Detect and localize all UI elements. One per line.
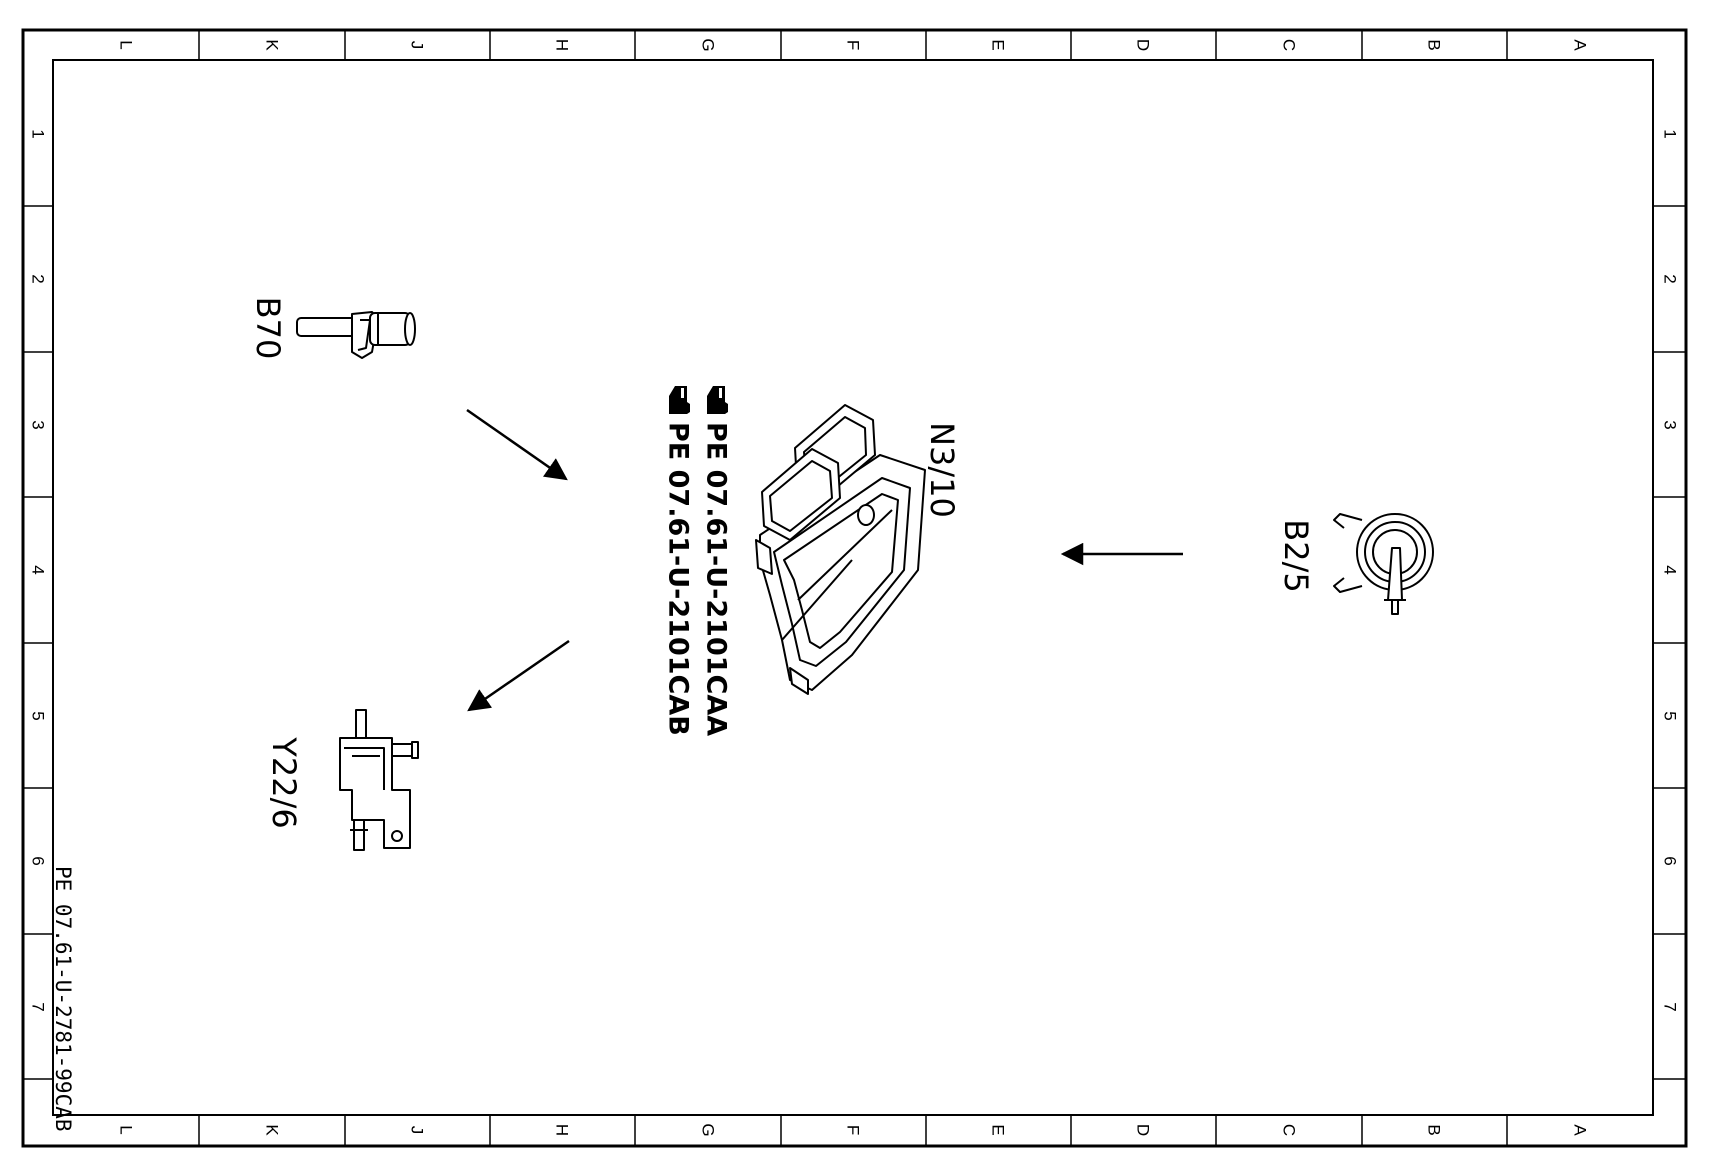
b2-5-label: B2/5: [1277, 519, 1315, 592]
col-ref: K: [263, 1124, 282, 1136]
col-ref: J: [408, 1126, 427, 1135]
row-ref: 2: [29, 274, 48, 283]
row-ref: 3: [1661, 420, 1680, 429]
row-refs-right: 1 2 3 4 5 6 7: [1661, 129, 1680, 1011]
column-refs-bottom: L K J H G F E D C B A: [117, 1123, 1590, 1136]
col-ref: E: [989, 39, 1008, 50]
col-ref: F: [844, 40, 863, 50]
col-ref: C: [1280, 1124, 1299, 1136]
col-ref: A: [1571, 1124, 1590, 1136]
n3-10-label: N3/10: [923, 422, 961, 518]
col-ref: L: [117, 40, 136, 49]
col-ref: L: [117, 1125, 136, 1134]
outer-frame: [21, 28, 1688, 1148]
col-ref: J: [408, 41, 427, 50]
row-refs-left: 1 2 3 4 5 6 7: [29, 129, 48, 1011]
row-ref: 1: [1661, 129, 1680, 138]
n3-10-ecu-drawing: [755, 404, 926, 695]
row-ref: 6: [29, 856, 48, 865]
pointing-hand-icon: [707, 386, 728, 414]
col-ref: E: [989, 1124, 1008, 1135]
arrow-b70-to-ecu: [466, 408, 568, 481]
b2-5-sensor-drawing: [1333, 513, 1434, 615]
col-ref: C: [1280, 39, 1299, 51]
column-dividers: [198, 30, 1508, 1146]
reference-text: PE 07.61-U-2101CAB: [663, 422, 694, 736]
y22-6-label: Y22/6: [265, 736, 303, 828]
pointing-hand-icon: [669, 386, 690, 414]
row-ref: 4: [1661, 565, 1680, 574]
reference-text: PE 07.61-U-2101CAA: [701, 422, 732, 736]
col-ref: D: [1134, 1124, 1153, 1136]
col-ref: B: [1425, 39, 1444, 50]
row-ref: 5: [29, 711, 48, 720]
y22-6-valve-drawing: [339, 709, 419, 851]
col-ref: G: [699, 1123, 718, 1136]
reference-note-1: PE 07.61-U-2101CAA: [701, 386, 732, 736]
reference-note-2: PE 07.61-U-2101CAB: [663, 386, 694, 736]
row-ref: 6: [1661, 856, 1680, 865]
row-ref: 4: [29, 565, 48, 574]
col-ref: H: [553, 1124, 572, 1136]
col-ref: G: [699, 38, 718, 51]
col-ref: A: [1571, 39, 1590, 51]
col-ref: B: [1425, 1124, 1444, 1135]
b70-label: B70: [249, 297, 287, 360]
drawing-number: PE 07.61-U-2781-99CAB: [51, 866, 75, 1132]
row-ref: 7: [29, 1002, 48, 1011]
arrow-ecu-to-y22-6: [467, 639, 570, 712]
row-ref: 7: [1661, 1002, 1680, 1011]
col-ref: K: [263, 39, 282, 51]
row-ref: 5: [1661, 711, 1680, 720]
col-ref: D: [1134, 39, 1153, 51]
row-ref: 2: [1661, 274, 1680, 283]
row-dividers: [23, 205, 1686, 1080]
col-ref: F: [844, 1125, 863, 1135]
col-ref: H: [553, 39, 572, 51]
row-ref: 1: [29, 129, 48, 138]
column-refs-top: L K J H G F E D C B A: [117, 38, 1590, 51]
b70-sensor-drawing: [296, 311, 416, 359]
row-ref: 3: [29, 420, 48, 429]
inner-frame: [52, 59, 1654, 1116]
